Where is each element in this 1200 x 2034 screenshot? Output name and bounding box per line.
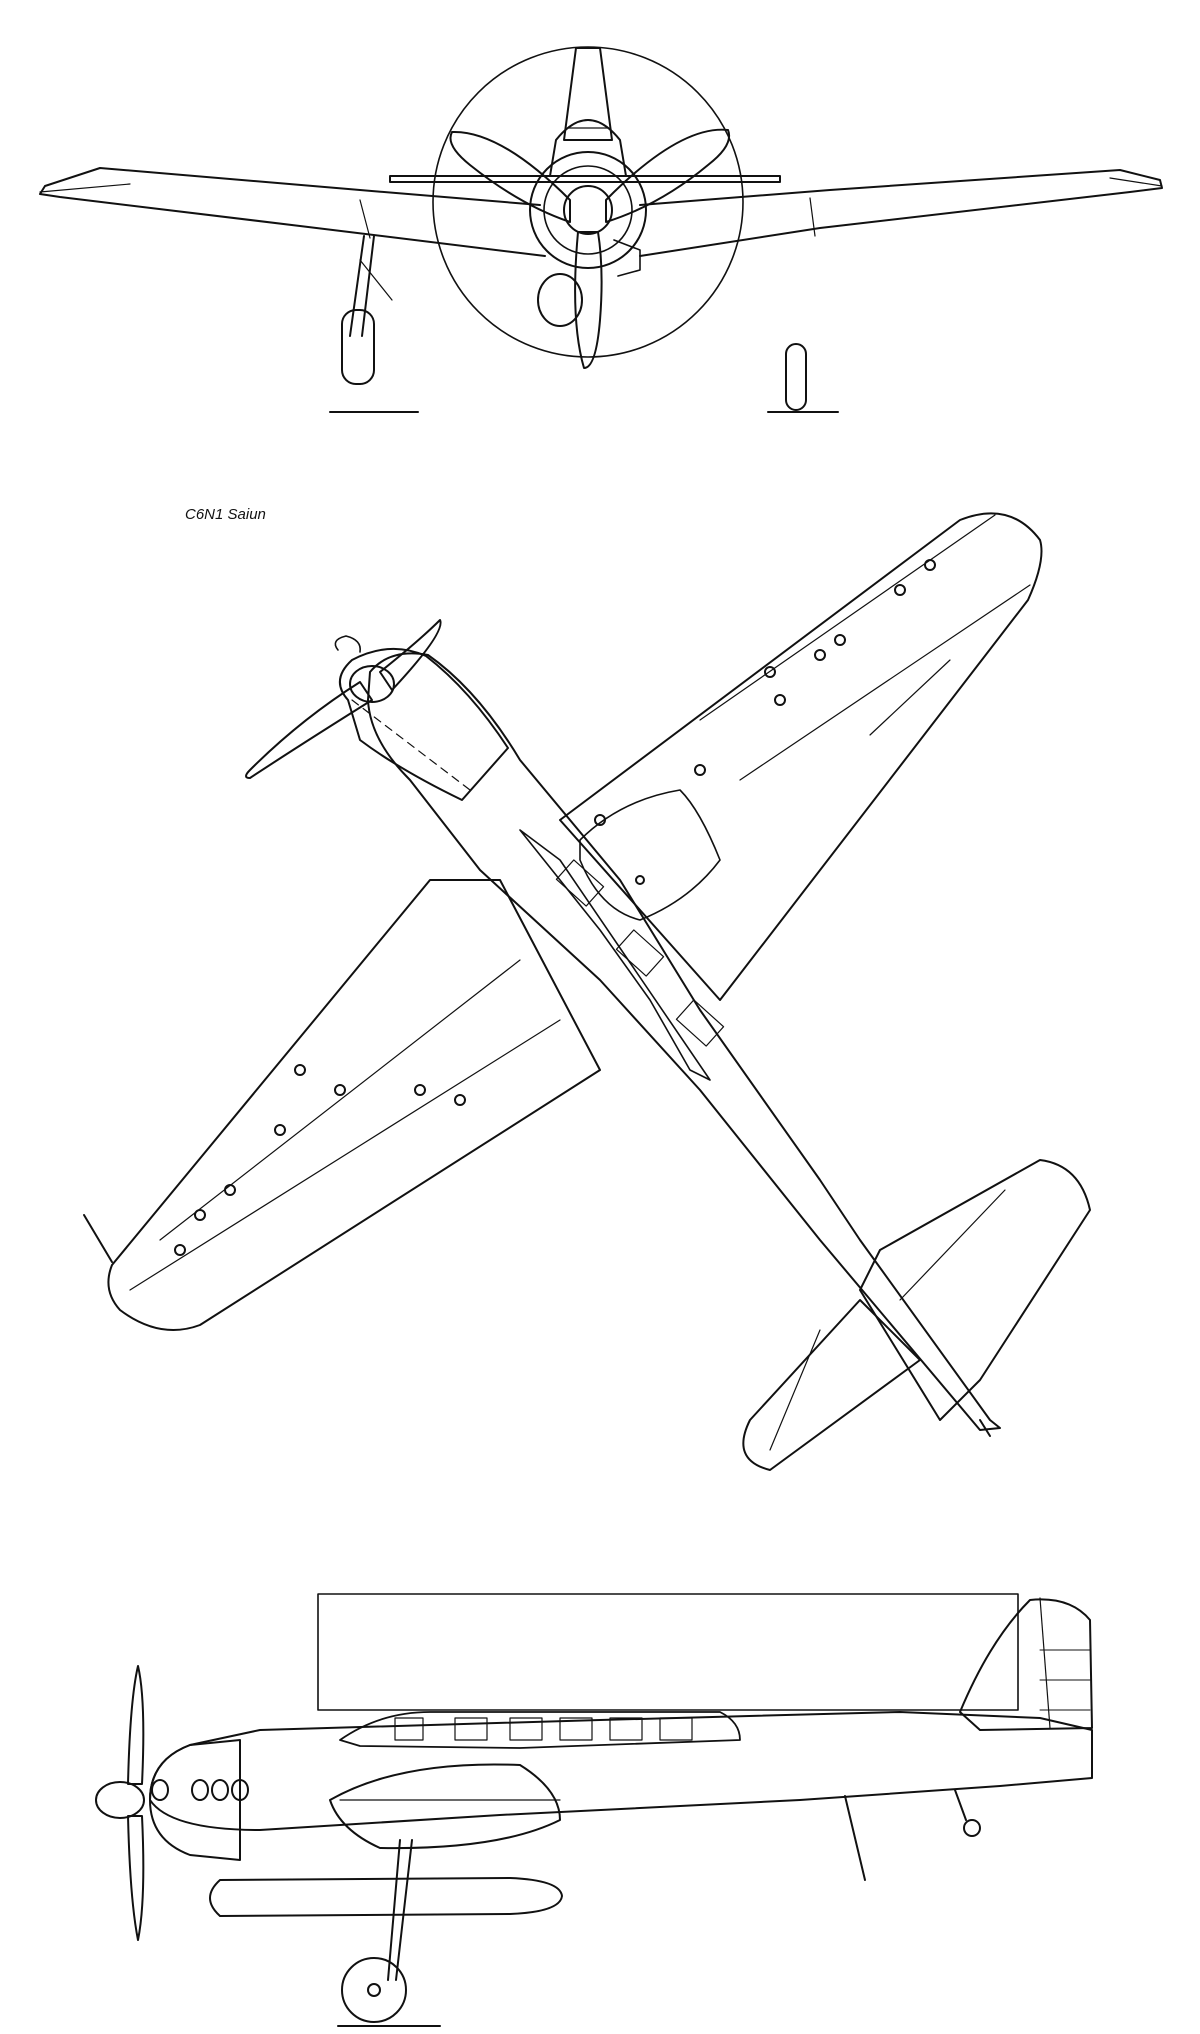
tail-wheel xyxy=(767,343,839,413)
canopy xyxy=(549,119,627,177)
propeller-blade xyxy=(605,128,730,223)
canopy xyxy=(339,1711,741,1749)
propeller-blade xyxy=(449,130,571,223)
left-wing xyxy=(39,167,546,257)
spinner xyxy=(563,185,613,235)
propeller-blade xyxy=(127,1665,145,1785)
vertical-fin xyxy=(563,47,613,141)
front-view xyxy=(39,46,1163,413)
propeller-blade xyxy=(127,1815,145,1941)
left-wing xyxy=(107,879,601,1331)
propeller-disc xyxy=(432,46,744,358)
right-wing xyxy=(559,512,1043,1001)
engine-cowling xyxy=(529,151,647,269)
vertical-fin xyxy=(959,1598,1093,1731)
tailplane xyxy=(859,1159,1091,1421)
propeller-blade xyxy=(574,231,603,369)
spinner xyxy=(95,1781,145,1819)
propeller-blade xyxy=(379,619,442,691)
right-wing xyxy=(639,169,1163,257)
drop-tank xyxy=(209,1877,563,1917)
main-landing-gear xyxy=(329,235,419,413)
aircraft-caption: C6N1 Saiun xyxy=(185,506,266,523)
tail-wheel xyxy=(844,1789,981,1881)
fuselage xyxy=(367,652,1001,1431)
canopy xyxy=(519,829,711,1081)
spinner xyxy=(349,665,395,703)
left-wing xyxy=(329,1763,561,1850)
engine-cowling xyxy=(339,647,509,801)
main-landing-gear xyxy=(337,1839,441,2027)
propeller-blade xyxy=(245,681,373,779)
plan-view xyxy=(83,512,1091,1471)
side-view xyxy=(95,1593,1093,2027)
tailplane xyxy=(742,1299,921,1471)
tailplane xyxy=(389,175,781,183)
fuselage xyxy=(149,1711,1093,1831)
